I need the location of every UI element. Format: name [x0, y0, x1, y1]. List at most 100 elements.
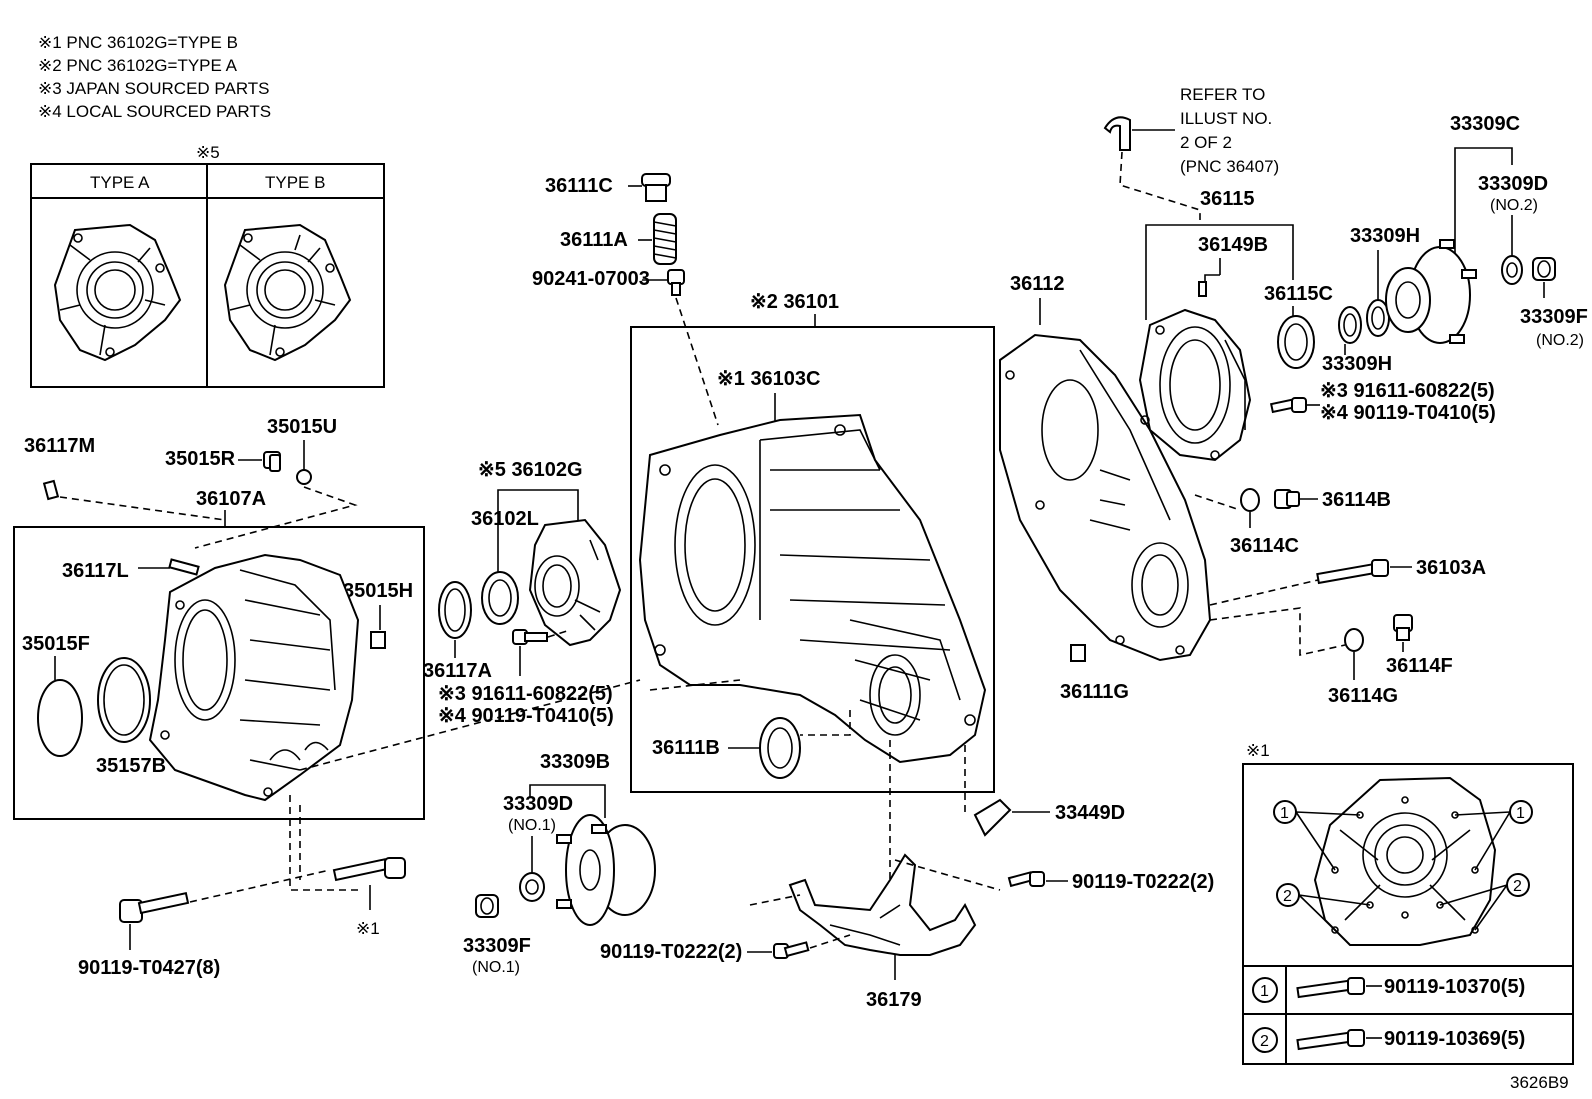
nut-33309D	[519, 872, 545, 902]
bolt-90119-T0222-left	[773, 941, 810, 959]
bolt-91611	[512, 629, 548, 645]
left-housing-group-box	[13, 526, 425, 820]
flange-36102G-drawing	[528, 518, 622, 647]
callout-2-right-text: 2	[1513, 878, 1522, 895]
label-mark1-bottom: ※1	[356, 919, 380, 938]
plug-35015R	[263, 451, 281, 472]
pin-36117L	[168, 558, 200, 576]
type-b-flange-drawing	[223, 223, 352, 362]
label-no2-f: (NO.2)	[1536, 332, 1584, 349]
label-36102G: ※5 36102G	[478, 459, 583, 481]
inset-row1-bolt	[1296, 977, 1365, 999]
type-table-mark: ※5	[196, 143, 220, 162]
inset-row1-num: 1	[1260, 983, 1269, 1000]
label-36101: ※2 36101	[750, 291, 839, 313]
label-33309D-bottom: 33309D	[503, 793, 573, 815]
label-33309F-top: 33309F	[1520, 306, 1588, 328]
oil-seal-36115C	[1277, 315, 1315, 369]
notes-block: ※1 PNC 36102G=TYPE B ※2 PNC 36102G=TYPE …	[38, 33, 271, 121]
callout-1-right-text: 1	[1516, 805, 1525, 822]
label-36111C: 36111C	[545, 175, 613, 197]
callout-1-left-text: 1	[1280, 805, 1289, 822]
label-36115: 36115	[1200, 188, 1255, 210]
label-33309C: 33309C	[1450, 113, 1520, 135]
label-mark1-inset: ※1	[1246, 741, 1270, 760]
label-36117M: 36117M	[24, 435, 95, 457]
label-36149B: 36149B	[1198, 234, 1268, 256]
label-36114G: 36114G	[1328, 685, 1398, 707]
label-35015H: 35015H	[343, 580, 413, 602]
label-35015R: 35015R	[165, 448, 236, 470]
plug-36114B	[1274, 489, 1300, 509]
label-36115C: 36115C	[1264, 283, 1333, 305]
label-36111G: 36111G	[1060, 681, 1129, 703]
plug-36111C	[641, 173, 671, 202]
case-36101-group-box	[630, 326, 995, 793]
type-a-header: TYPE A	[90, 173, 150, 192]
pin-36117M	[42, 479, 60, 501]
label-36114C: 36114C	[1230, 535, 1299, 557]
bolt-right	[1269, 397, 1307, 414]
seal-35157B	[97, 657, 151, 743]
label-no1-f: (NO.1)	[472, 959, 520, 976]
label-35157B: 35157B	[96, 755, 166, 777]
label-33309H-bottom: 33309H	[1322, 353, 1392, 375]
label-36117L: 36117L	[62, 560, 129, 582]
washer-36114C	[1240, 488, 1260, 512]
label-bolt-mid-4: ※4 90119-T0410(5)	[438, 705, 614, 727]
label-36107A: 36107A	[196, 488, 266, 510]
snap-ring-35015F	[37, 679, 83, 757]
label-36103C: ※1 36103C	[717, 368, 821, 390]
refer-note-4: (PNC 36407)	[1180, 157, 1279, 176]
inset-table: 1 1 2 2 1 90119-10370(5) 2 90119-10369(5…	[1242, 763, 1574, 1065]
type-b-header: TYPE B	[265, 173, 325, 192]
label-bolt-mid-3: ※3 91611-60822(5)	[438, 683, 613, 705]
extension-housing-drawing	[148, 553, 360, 802]
note-2: ※2 PNC 36102G=TYPE A	[38, 56, 238, 75]
nut-33309F-bottom	[475, 894, 499, 918]
flange-33309B-drawing	[556, 814, 656, 926]
washer-36114G	[1344, 628, 1364, 652]
plug-bolt-90241	[667, 269, 685, 296]
spring-36111A	[653, 213, 677, 265]
label-36111A: 36111A	[560, 229, 628, 251]
dowel-35015H	[370, 631, 386, 649]
label-33309F-bottom: 33309F	[463, 935, 531, 957]
refer-note-2: ILLUST NO.	[1180, 109, 1272, 128]
label-36179: 36179	[866, 989, 922, 1011]
type-table: ※5 TYPE A TYPE B	[30, 143, 385, 388]
label-90241-07003: 90241-07003	[532, 268, 650, 290]
label-36102L: 36102L	[471, 508, 539, 530]
bolt-36103A	[1316, 559, 1389, 585]
refer-note-1: REFER TO	[1180, 85, 1265, 104]
bolt-lower	[332, 857, 406, 882]
label-35015U: 35015U	[267, 416, 337, 438]
nut-33309D-top	[1501, 255, 1523, 285]
bracket-36179-drawing	[788, 853, 977, 956]
bracket-33449D	[973, 798, 1012, 837]
label-no2-d: (NO.2)	[1490, 197, 1538, 214]
note-3: ※3 JAPAN SOURCED PARTS	[38, 79, 270, 98]
dowel-36111G	[1070, 644, 1086, 662]
label-bolt-right-4: ※4 90119-T0410(5)	[1320, 402, 1496, 424]
oil-seal-36111B	[759, 717, 801, 779]
washer-35015U	[296, 469, 312, 485]
seal-36117A	[438, 581, 472, 639]
label-36111B: 36111B	[652, 737, 720, 759]
label-90119-T0222-right: 90119-T0222(2)	[1072, 871, 1214, 893]
transfer-case-36103C-drawing	[638, 413, 987, 764]
label-36114F: 36114F	[1386, 655, 1453, 677]
callout-2-left-text: 2	[1283, 888, 1292, 905]
label-33309H-top: 33309H	[1350, 225, 1420, 247]
transfer-cover-36115-drawing	[1138, 308, 1252, 462]
bolt-90119-T0222-right	[1007, 871, 1045, 888]
spacer-33309H-b	[1338, 306, 1362, 344]
note-4: ※4 LOCAL SOURCED PARTS	[38, 102, 271, 121]
label-33309B: 33309B	[540, 751, 610, 773]
label-90119-T0222-left: 90119-T0222(2)	[600, 941, 742, 963]
label-35015F: 35015F	[22, 633, 90, 655]
inset-row2-num: 2	[1260, 1033, 1269, 1050]
flange-33309C-drawing	[1385, 239, 1477, 344]
refer-note-3: 2 OF 2	[1180, 133, 1232, 152]
label-90119-T0427: 90119-T0427(8)	[78, 957, 220, 979]
